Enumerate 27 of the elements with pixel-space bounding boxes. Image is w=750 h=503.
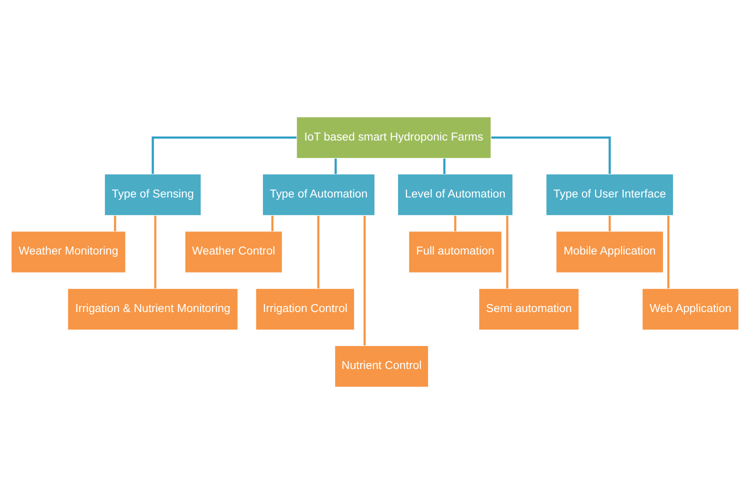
node-box: Irrigation Control [255,288,355,330]
node-box: Mobile Application [556,230,664,273]
node-box: Weather Control [184,230,283,273]
connector [271,215,274,231]
connector [334,158,337,174]
connector [317,215,320,288]
connector [364,215,366,345]
node-box: Type of Sensing [104,173,202,216]
node-box: Nutrient Control [334,344,429,387]
connector [454,215,456,231]
node-box: Type of User Interface [546,173,674,216]
node-box: Irrigation & Nutrient Monitoring [67,288,238,330]
node-box: Full automation [408,230,502,273]
connector [667,215,670,288]
node-box: Level of Automation [397,173,514,216]
connector [506,215,508,288]
connector [154,215,156,288]
connector [152,136,296,174]
connector [114,215,116,231]
connector [443,158,446,174]
node-box: Type of Automation [262,173,376,216]
node-box: Web Application [642,288,740,330]
node-box: Weather Monitoring [10,230,126,273]
connector [608,215,611,231]
connector [491,136,611,174]
node-box: Semi automation [478,288,580,330]
node-box: IoT based smart Hydroponic Farms [296,116,492,158]
